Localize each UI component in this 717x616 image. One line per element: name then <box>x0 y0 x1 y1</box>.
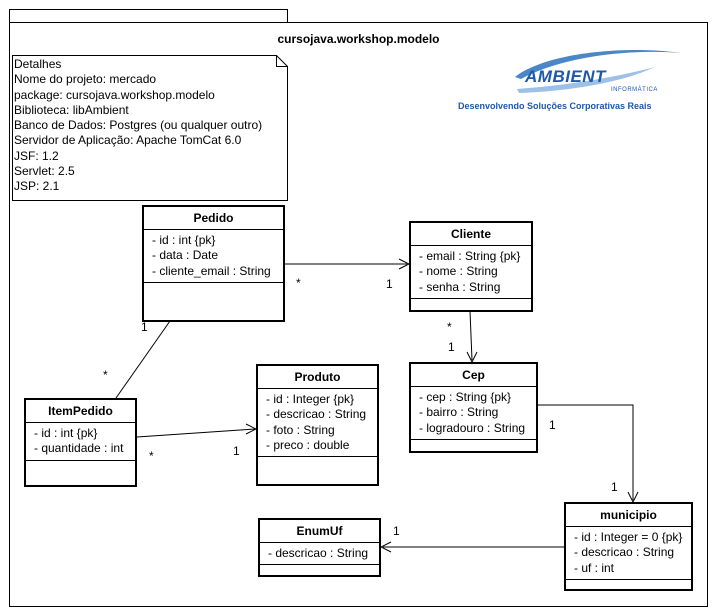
cep-municipio-line <box>538 404 634 500</box>
class-attributes: - id : Integer {pk} - descricao : String… <box>258 389 377 458</box>
attribute: - cep : String {pk} <box>419 390 512 404</box>
cliente-cep-line <box>469 310 473 361</box>
class-attributes: - id : Integer = 0 {pk} - descricao : St… <box>566 527 691 580</box>
note-line: package: cursojava.workshop.modelo <box>14 87 215 102</box>
package-title: cursojava.workshop.modelo <box>277 32 440 46</box>
multiplicity-label: * <box>103 368 108 382</box>
note-line: Servidor de Aplicação: Apache TomCat 6.0 <box>14 133 242 148</box>
attribute: - logradouro : String <box>419 420 526 435</box>
note-line: Nome do projeto: mercado <box>14 72 157 87</box>
attribute: - id : int {pk} <box>34 426 98 440</box>
class-attributes: - id : int {pk} - data : Date - cliente_… <box>144 230 283 283</box>
class-attributes: - descricao : String <box>260 543 379 566</box>
logo-swoosh-icon <box>515 50 681 93</box>
package-frame <box>9 22 708 607</box>
class-attributes: - id : int {pk} - quantidade : int <box>26 423 135 461</box>
class-itempedido[interactable]: ItemPedido - id : int {pk} - quantidade … <box>24 398 137 487</box>
pedido-item-line <box>115 320 171 399</box>
attribute: - bairro : String <box>419 405 499 420</box>
note-outline <box>12 55 288 201</box>
multiplicity-label: 1 <box>549 418 556 432</box>
note-line: Biblioteca: libAmbient <box>14 102 129 117</box>
multiplicity-label: * <box>447 320 452 334</box>
class-cep[interactable]: Cep - cep : String {pk} - bairro : Strin… <box>409 362 538 453</box>
multiplicity-label: 1 <box>141 320 148 334</box>
note-fold <box>276 55 288 67</box>
class-name: ItemPedido <box>26 400 135 423</box>
attribute: - descricao : String <box>574 545 675 560</box>
attribute: - cliente_email : String <box>152 263 271 278</box>
attribute: - nome : String <box>419 264 498 279</box>
class-attributes: - cep : String {pk} - bairro : String - … <box>411 387 536 440</box>
multiplicity-label: 1 <box>386 277 393 291</box>
attribute: - senha : String <box>419 279 501 294</box>
attribute: - id : Integer {pk} <box>266 392 355 406</box>
attribute: - data : Date <box>152 248 219 263</box>
class-cliente[interactable]: Cliente - email : String {pk} - nome : S… <box>409 221 533 312</box>
class-name: municipio <box>566 504 691 527</box>
class-enumuf[interactable]: EnumUf - descricao : String <box>258 518 381 577</box>
class-produto[interactable]: Produto - id : Integer {pk} - descricao … <box>256 364 379 486</box>
note-line: Banco de Dados: Postgres (ou qualquer ou… <box>14 118 263 133</box>
attribute: - foto : String <box>266 422 335 437</box>
multiplicity-label: 1 <box>393 524 400 538</box>
attribute: - id : Integer = 0 {pk} <box>574 530 683 544</box>
class-name: Cliente <box>411 223 531 246</box>
package-tab <box>9 9 288 22</box>
note-line: Detalhes <box>14 57 62 71</box>
note-line: JSP: 2.1 <box>14 179 60 194</box>
attribute: - descricao : String <box>268 546 369 560</box>
multiplicity-label: 1 <box>233 444 240 458</box>
multiplicity-label: * <box>149 449 154 463</box>
logo-sub: INFORMÁTICA <box>611 87 658 93</box>
attribute: - descricao : String <box>266 407 367 422</box>
class-name: EnumUf <box>260 520 379 543</box>
logo-name: AMBIENT <box>525 67 606 86</box>
attribute: - quantidade : int <box>34 441 124 456</box>
note-line: Servlet: 2.5 <box>14 164 75 179</box>
class-pedido[interactable]: Pedido - id : int {pk} - data : Date - c… <box>142 205 285 322</box>
class-municipio[interactable]: municipio - id : Integer = 0 {pk} - desc… <box>564 502 693 591</box>
class-name: Cep <box>411 364 536 387</box>
attribute: - uf : int <box>574 560 615 575</box>
multiplicity-label: 1 <box>611 480 618 494</box>
note-line: JSF: 1.2 <box>14 148 59 163</box>
municipio-enumuf-arrow <box>379 541 392 553</box>
attribute: - email : String {pk} <box>419 249 521 263</box>
multiplicity-label: 1 <box>448 340 455 354</box>
class-name: Produto <box>258 366 377 389</box>
attribute: - preco : double <box>266 437 350 452</box>
attribute: - id : int {pk} <box>152 233 216 247</box>
details-note: Detalhes Nome do projeto: mercado packag… <box>12 55 288 201</box>
multiplicity-label: * <box>296 276 301 290</box>
item-produto-line <box>136 428 256 438</box>
class-attributes: - email : String {pk} - nome : String - … <box>411 246 531 299</box>
logo-tagline: Desenvolvendo Soluções Corporativas Reai… <box>458 101 652 111</box>
ambient-logo: AMBIENT INFORMÁTICA Desenvolvendo Soluçõ… <box>455 45 685 115</box>
class-name: Pedido <box>144 207 283 230</box>
